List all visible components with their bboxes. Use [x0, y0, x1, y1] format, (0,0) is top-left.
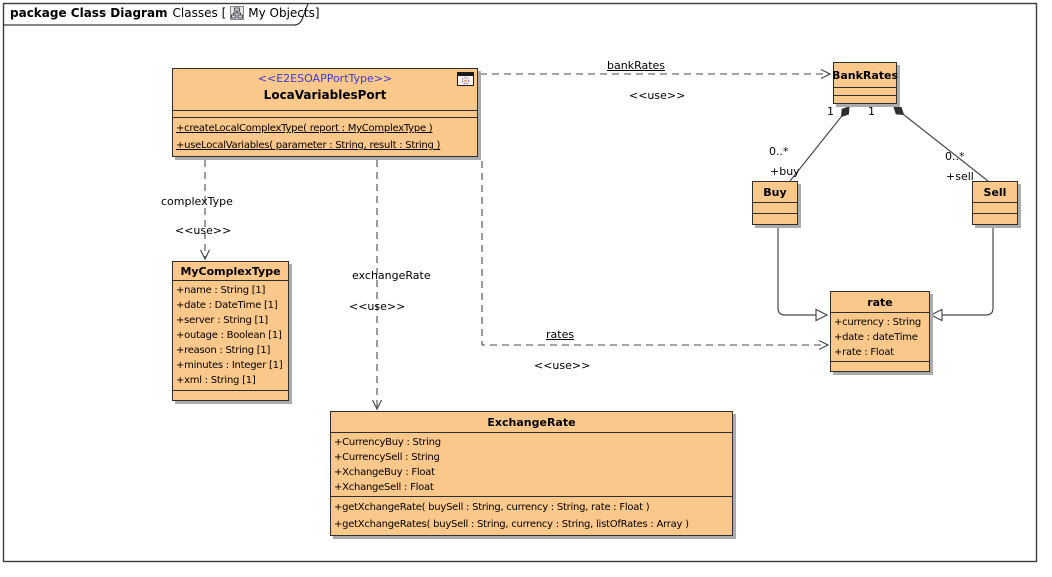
class-locavariablesport[interactable]: <<E2ESOAPPortType>> LocaVariablesPort +c…: [172, 68, 478, 157]
role-label-sell: +sell: [946, 170, 974, 183]
use-stereotype-label: <<use>>: [349, 300, 406, 313]
member-line: +getXchangeRates( buySell : String, curr…: [334, 519, 689, 530]
multiplicity-label-bank-buy: 1: [827, 105, 834, 118]
class-name: BankRates: [831, 68, 899, 82]
soap-port-window-icon: [457, 72, 474, 86]
class-rate[interactable]: rate +currency : String+date : dateTime+…: [830, 291, 930, 372]
attributes-compartment: [753, 202, 797, 213]
member-line: +date : DateTime [1]: [176, 300, 278, 311]
multiplicity-label-buy: 0..*: [769, 145, 789, 158]
frame-close-bracket: ]: [314, 6, 320, 20]
member-line: +outage : Boolean [1]: [176, 330, 282, 341]
attributes-compartment: +currency : String +date : dateTime +rate …: [831, 312, 929, 361]
attributes-compartment: [173, 110, 477, 117]
member-line: +XchangeSell : Float: [334, 482, 434, 493]
member-line: +rate : Float: [834, 347, 894, 358]
operations-compartment: [834, 95, 896, 103]
member-line: +createLocalComplexType( report : MyComp…: [176, 123, 433, 134]
attributes-compartment: +name : String [1] +date : DateTime [1] +s…: [173, 280, 288, 390]
use-stereotype-label: <<use>>: [534, 359, 591, 372]
multiplicity-label-sell: 0..*: [945, 150, 965, 163]
composition-bankrates-buy[interactable]: [789, 106, 850, 182]
operations-compartment: [831, 361, 929, 371]
use-stereotype-label: <<use>>: [175, 224, 232, 237]
multiplicity-label-bank-sell: 1: [868, 105, 875, 118]
member-line: +CurrencyBuy : String: [334, 437, 441, 448]
operations-compartment: [753, 213, 797, 224]
member-line: +reason : String [1]: [176, 345, 271, 356]
frame-object-label: My Objects: [248, 6, 315, 20]
dependency-label-rates[interactable]: rates: [546, 328, 575, 341]
role-label-buy: +buy: [770, 165, 800, 178]
member-line: +minutes : Integer [1]: [176, 360, 283, 371]
generalization-buy-rate[interactable]: [777, 227, 829, 322]
diagram-frame-tab[interactable]: package Class Diagram Classes [ My Objec…: [10, 6, 320, 20]
operations-compartment: [173, 390, 288, 400]
class-name: rate: [867, 295, 893, 309]
member-line: +name : String [1]: [176, 285, 266, 296]
operations-compartment: +getXchangeRate( buySell : String, curre…: [331, 496, 732, 535]
class-sell[interactable]: Sell: [972, 181, 1018, 225]
member-line: +server : String [1]: [176, 315, 268, 326]
diagram-frame-tab-outline[interactable]: [3, 3, 309, 26]
class-buy[interactable]: Buy: [752, 181, 798, 225]
class-header: <<E2ESOAPPortType>> LocaVariablesPort: [173, 69, 477, 110]
member-line: +getXchangeRate( buySell : String, curre…: [334, 502, 650, 513]
frame-kind-label: package Class Diagram: [10, 6, 168, 20]
class-name: ExchangeRate: [487, 415, 576, 429]
composition-bankrates-sell[interactable]: [893, 106, 989, 182]
member-line: +useLocalVariables( parameter : String, …: [176, 140, 441, 151]
member-line: +CurrencySell : String: [334, 452, 440, 463]
member-line: +xml : String [1]: [176, 375, 256, 386]
class-name: LocaVariablesPort: [263, 88, 387, 102]
generalization-sell-rate[interactable]: [929, 227, 994, 322]
dependency-label-exchangerate[interactable]: exchangeRate: [352, 269, 431, 282]
dependency-rates[interactable]: [481, 161, 830, 351]
diagram-frame-border: [2, 2, 1038, 563]
class-exchangerate[interactable]: ExchangeRate +CurrencyBuy : String+Curre…: [330, 411, 733, 536]
use-stereotype-label: <<use>>: [629, 89, 686, 102]
class-name: Sell: [983, 185, 1007, 199]
member-line: +date : dateTime: [834, 332, 918, 343]
class-diagram-icon: [230, 6, 245, 20]
operations-compartment: [973, 213, 1017, 224]
attributes-compartment: [834, 87, 896, 95]
member-line: +XchangeBuy : Float: [334, 467, 435, 478]
stereotype-label: <<E2ESOAPPortType>>: [257, 72, 393, 85]
operations-compartment: +createLocalComplexType( report : MyComp…: [173, 117, 477, 156]
class-mycomplextype[interactable]: MyComplexType +name : String [1] +date : …: [172, 261, 289, 401]
dependency-label-bankrates[interactable]: bankRates: [607, 59, 666, 72]
class-name: Buy: [763, 185, 787, 199]
dependency-label-complextype[interactable]: complexType: [161, 195, 233, 208]
class-name: MyComplexType: [180, 264, 281, 278]
attributes-compartment: [973, 202, 1017, 213]
frame-context-label: Classes [: [172, 6, 227, 20]
attributes-compartment: +CurrencyBuy : String +CurrencySell : Str…: [331, 432, 732, 496]
class-bankrates[interactable]: BankRates: [831, 62, 899, 104]
member-line: +currency : String: [834, 317, 922, 328]
